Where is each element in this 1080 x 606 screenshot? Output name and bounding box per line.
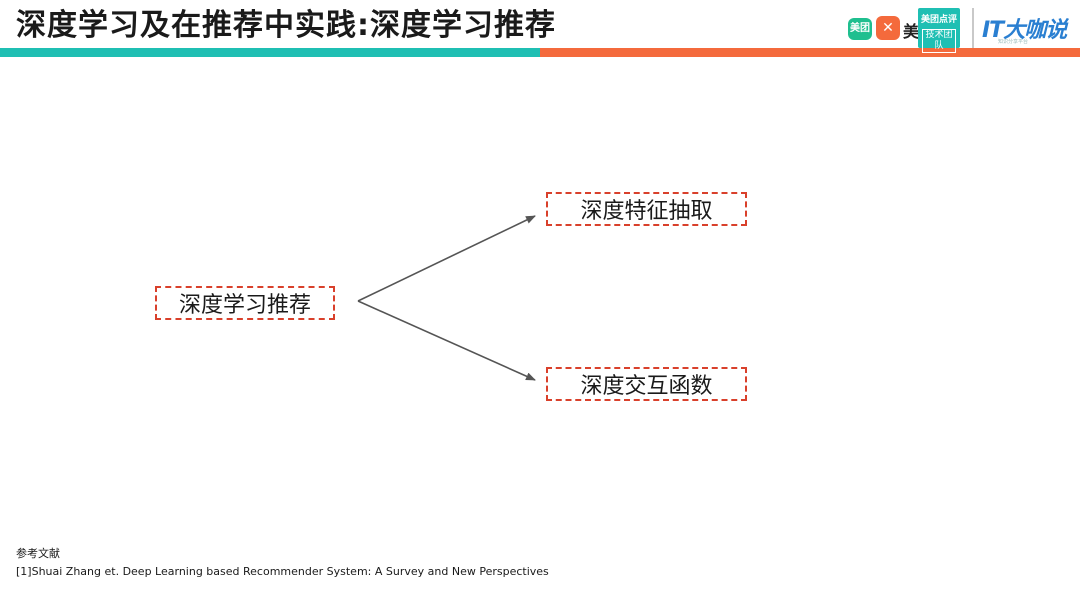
references: 参考文献 [1]Shuai Zhang et. Deep Learning ba… [16, 545, 549, 581]
node-deep-learning-recommendation: 深度学习推荐 [155, 286, 335, 320]
tech-team-logo: 美团点评 技术团队 [918, 8, 960, 53]
references-heading: 参考文献 [16, 547, 60, 560]
reference-item: [1]Shuai Zhang et. Deep Learning based R… [16, 565, 549, 578]
page-title: 深度学习及在推荐中实践:深度学习推荐 [16, 8, 556, 43]
itdks-logo: IT大咖说 [982, 18, 1067, 43]
logo-group: 美团 ✕ 美 美团点评 技术团队 IT大咖说 知识分享平台 [846, 6, 1067, 53]
itdks-logo-subtitle: 知识分享平台 [998, 39, 1029, 45]
logo-divider [972, 8, 974, 48]
meituan-wordmark: 美 [903, 22, 920, 41]
tech-team-line2: 技术团队 [922, 29, 956, 53]
arrow-to-feature-extraction [357, 215, 536, 302]
tech-team-line1: 美团点评 [920, 15, 957, 25]
node-deep-feature-extraction: 深度特征抽取 [546, 192, 747, 226]
header-accent-bar-orange [540, 48, 1080, 57]
meituan-logo-icon: 美团 [848, 18, 872, 40]
node-deep-interaction-function: 深度交互函数 [546, 367, 747, 401]
arrow-to-interaction-function [357, 300, 536, 381]
dianping-logo-icon: ✕ [876, 16, 900, 40]
header-accent-bar-teal [0, 48, 540, 57]
